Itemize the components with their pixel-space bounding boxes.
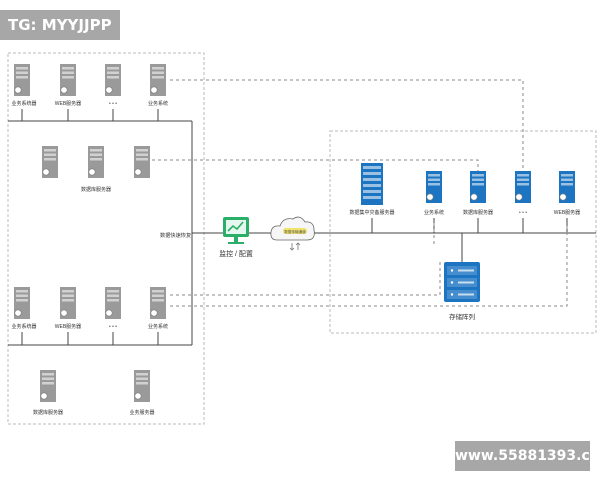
server-label-business: 业务系统 xyxy=(148,323,168,330)
ellipsis-label: • • • xyxy=(109,101,117,107)
server-icon xyxy=(426,171,442,203)
server-label-web: WEB服务器 xyxy=(554,209,580,216)
transfer-arrows-icon xyxy=(289,242,301,251)
right-bus xyxy=(330,218,596,262)
recover-label: 数据快速恢复 xyxy=(160,231,191,239)
cloud-label: 数据传输通道 xyxy=(284,229,306,234)
server-label-business: 业务服务器 xyxy=(129,409,154,416)
server-icon xyxy=(470,171,486,203)
right-group-frame xyxy=(329,130,597,334)
server-label-business: 业务系统器 xyxy=(11,323,36,330)
server-icon xyxy=(150,64,166,96)
server-label-backup: 数据集中灾备服务器 xyxy=(349,209,394,216)
server-label-web: WEB服务器 xyxy=(55,323,81,330)
server-icon xyxy=(105,287,121,319)
storage-array-icon xyxy=(444,262,480,302)
watermark-bottom: www.55881393.com xyxy=(455,441,600,471)
storage-label: 存储阵列 xyxy=(449,312,475,321)
server-label-database: 数据库服务器 xyxy=(33,409,63,416)
server-icon xyxy=(42,146,58,178)
cloud-icon xyxy=(270,216,315,241)
server-icon xyxy=(105,64,121,96)
server-label-business: 业务系统器 xyxy=(11,100,36,107)
server-icon xyxy=(60,64,76,96)
monitor-label: 监控 / 配置 xyxy=(219,249,253,258)
dashed-links xyxy=(152,79,568,307)
watermark-top: TG: MYYJJPP xyxy=(0,10,120,40)
server-label-web: WEB服务器 xyxy=(55,100,81,107)
server-icon xyxy=(60,287,76,319)
server-label-business: 业务系统 xyxy=(424,209,444,216)
monitor-icon xyxy=(223,217,249,244)
left-bottom-bus xyxy=(8,332,192,346)
server-icon xyxy=(515,171,531,203)
server-label-business: 业务系统 xyxy=(148,100,168,107)
server-icon xyxy=(40,370,56,402)
ellipsis-label: • • • xyxy=(109,324,117,330)
server-icon xyxy=(134,146,150,178)
server-icon xyxy=(14,64,30,96)
server-icon xyxy=(14,287,30,319)
left-group-frame xyxy=(7,52,205,425)
backup-server-icon xyxy=(361,163,383,205)
server-icon xyxy=(88,146,104,178)
ellipsis-label: • • • xyxy=(519,210,527,216)
server-icon xyxy=(559,171,575,203)
server-label-database: 数据库服务器 xyxy=(81,186,111,193)
server-icon xyxy=(134,370,150,402)
server-label-database: 数据库服务器 xyxy=(463,209,493,216)
server-icon xyxy=(150,287,166,319)
